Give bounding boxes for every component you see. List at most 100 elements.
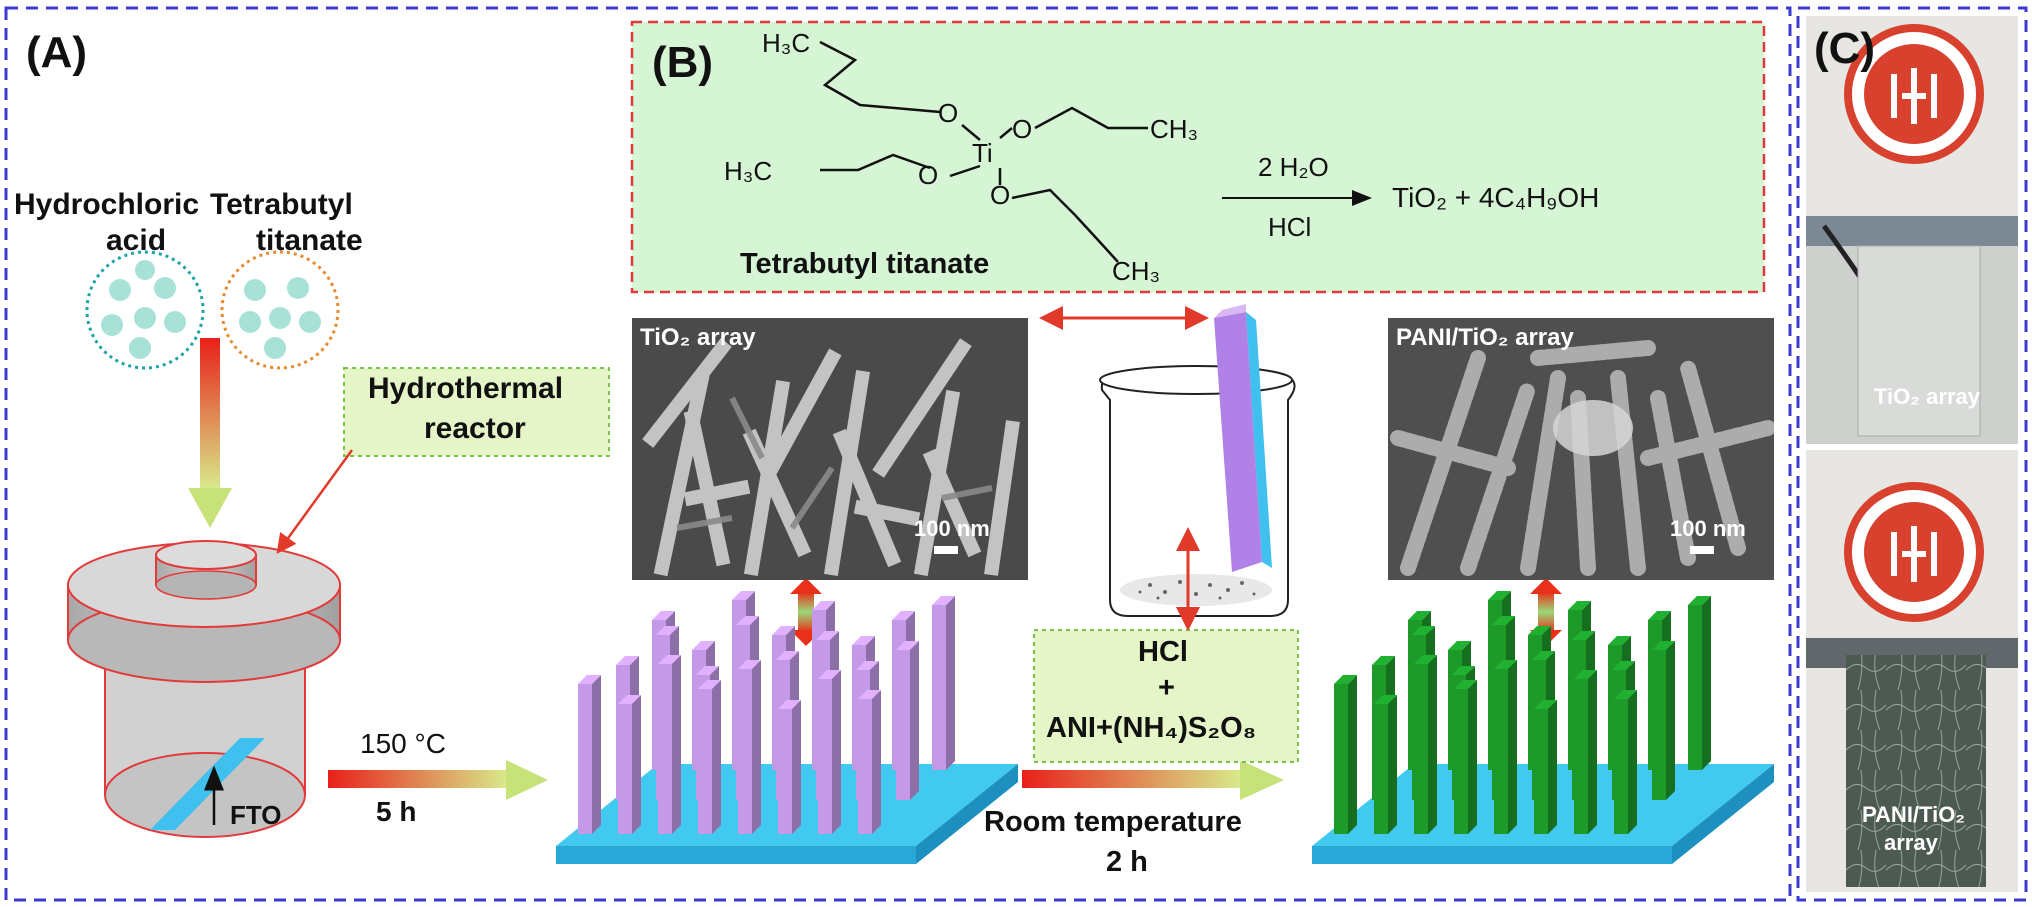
titanate-label-line2: titanate [256, 224, 363, 257]
rodsGreen-rod-2-7-front [1614, 699, 1628, 834]
photo-tio2-sample: TiO₂ array [1806, 16, 2018, 444]
rodsGreen-rod-0-6-top [1648, 611, 1671, 620]
rodsPurple-rod-0-7-top [932, 596, 955, 605]
rodsPurple-rod-2-3-side [712, 680, 721, 834]
group-o-lower: O [990, 180, 1011, 210]
photo-label-tio2: TiO₂ array [1874, 384, 1980, 409]
rodsGreen-rod-0-0-top [1408, 611, 1431, 620]
rodsPurple-rod-2-1-side [632, 695, 641, 834]
rodsGreen-rod-2-3-front [1454, 689, 1468, 834]
rodsPurple-rod-2-2-front [658, 664, 672, 834]
rodsGreen-rod-2-4-top [1494, 660, 1517, 669]
rodsPurple-rod-2-1-top [618, 695, 641, 704]
rodsGreen-rod-2-0-side [1348, 675, 1357, 834]
group-ch3-bottom: CH₃ [1112, 256, 1161, 286]
group-ch3-right: CH₃ [1150, 114, 1199, 144]
rodsPurple-rod-0-7-front [932, 605, 946, 770]
hydrothermal-label-box [343, 367, 610, 457]
sem-scale-pani: 100 nm [1670, 516, 1746, 541]
rodsGreen-rod-2-6-top [1574, 670, 1597, 679]
rodsPurple-rod-2-6-front [818, 679, 832, 834]
rodsPurple-rod-2-5-front [778, 709, 792, 834]
rodsPurple-rod-1-7-side [910, 641, 919, 800]
reagent-water: 2 H₂O [1258, 152, 1329, 182]
rodsGreen-rod-1-2-top [1452, 666, 1475, 675]
rodsPurple-rod-2-3-front [698, 689, 712, 834]
rodsGreen-rod-1-0-top [1372, 656, 1395, 665]
poly-line2: + [1158, 672, 1175, 704]
rodsGreen-rod-1-7-side [1666, 641, 1675, 800]
rodsPurple-rod-2-7-front [858, 699, 872, 834]
acid-label-line1: Hydrochloric [14, 188, 200, 221]
rodsPurple-rod-0-4-top [812, 601, 835, 610]
sem-texture-pani [1388, 318, 1774, 580]
rodsPurple-rod-2-0-top [578, 675, 601, 684]
reactor-pointer [276, 449, 354, 555]
rodsPurple-rod-2-0-front [578, 684, 592, 834]
rodsGreen-rod-2-7-top [1614, 690, 1637, 699]
rodsPurple-rod-1-4-top [776, 651, 799, 660]
rodsGreen-rod-1-3-top [1492, 616, 1515, 625]
rodsGreen-rod-1-7-top [1652, 641, 1675, 650]
rodsGreen-rod-2-5-side [1548, 700, 1557, 834]
fto-label: FTO [230, 800, 282, 830]
step2-arrow [1022, 770, 1240, 788]
rodsGreen-rod-2-1-top [1374, 695, 1397, 704]
rodsPurple-rod-2-2-top [658, 655, 681, 664]
rodsPurple-rod-0-7-side [946, 596, 955, 770]
rodsGreen-rod-0-1-top [1448, 641, 1471, 650]
rodsPurple-rod-0-3-top [772, 626, 795, 635]
group-o-upper: O [938, 98, 959, 128]
hydrothermal-label-line1: Hydrothermal [368, 372, 564, 405]
rodsGreen-rod-2-3-top [1454, 680, 1477, 689]
rodsPurple-rod-1-6-top [856, 661, 879, 670]
reagent-hcl: HCl [1268, 212, 1312, 242]
photo-label-pani-line2: array [1884, 830, 1938, 855]
rodsGreen-rod-0-5-top [1608, 636, 1631, 645]
photo-pani-art [1806, 450, 2018, 892]
tio2-rods [578, 591, 955, 834]
rodsGreen-rod-1-4-top [1532, 651, 1555, 660]
photo-label-pani-line1: PANI/TiO₂ [1862, 802, 1966, 827]
panel-label-a: (A) [26, 28, 88, 77]
rodsPurple-rod-2-6-side [832, 670, 841, 834]
rodsGreen-rod-0-2-top [1488, 591, 1511, 600]
rodsGreen-rod-2-6-side [1588, 670, 1597, 834]
tetrabutyl-titanate-structure [819, 40, 1148, 263]
photo-tio2-art [1806, 16, 2018, 444]
pani-rods [1334, 591, 1711, 834]
rodsGreen-rod-2-4-front [1494, 669, 1508, 834]
sem-image-pani: PANI/TiO₂ array 100 nm [1388, 318, 1774, 580]
rodsPurple-rod-2-0-side [592, 675, 601, 834]
rodsPurple-rod-2-5-side [792, 700, 801, 834]
rodsGreen-rod-0-7-side [1702, 596, 1711, 770]
rodsPurple-rod-0-1-top [692, 641, 715, 650]
feed-arrow [200, 338, 220, 488]
group-o-left: O [918, 160, 939, 190]
rodsPurple-rod-0-0-top [652, 611, 675, 620]
poly-line1: HCl [1138, 636, 1188, 668]
rodsPurple-rod-1-2-top [696, 666, 719, 675]
group-ti: Ti [972, 138, 993, 168]
sem-image-tio2: TiO₂ array 100 nm [632, 318, 1028, 580]
rodsPurple-rod-2-7-top [858, 690, 881, 699]
rodsGreen-rod-0-3-top [1528, 626, 1551, 635]
rodsGreen-rod-2-2-top [1414, 655, 1437, 664]
panel-label-b: (B) [652, 38, 714, 87]
rodsGreen-rod-2-1-front [1374, 704, 1388, 834]
sem-scale-tio2: 100 nm [914, 516, 990, 541]
rodsPurple-rod-1-5-top [816, 631, 839, 640]
substrate-name: Tetrabutyl titanate [740, 248, 990, 280]
rodsGreen-rod-2-2-side [1428, 655, 1437, 834]
hydrothermal-reactor [67, 540, 341, 838]
group-o-right: O [1012, 114, 1033, 144]
rodsPurple-rod-0-6-top [892, 611, 915, 620]
panel-label-c: (C) [1814, 24, 1876, 73]
beaker [1099, 304, 1296, 617]
rodsGreen-rod-1-6-top [1612, 661, 1635, 670]
rodsPurple-rod-1-7-front [896, 650, 910, 800]
tetrabutyl-titanate-circle [220, 250, 340, 370]
photo-pani-sample: PANI/TiO₂ array [1806, 450, 2018, 892]
